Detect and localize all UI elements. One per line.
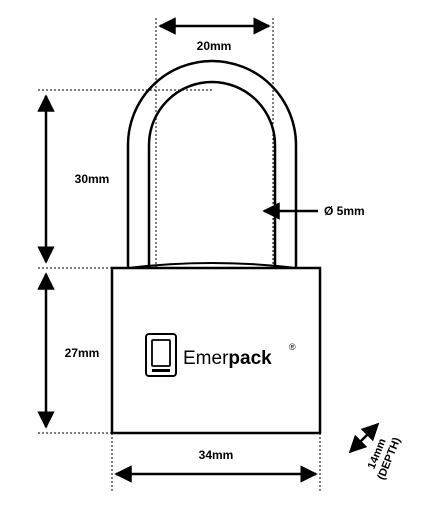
emerpack-logo: Emerpack ® [145,333,296,377]
guide-lines [38,18,321,492]
arrow-depth [348,422,380,454]
logo-text: Emerpack [183,348,272,369]
logo-text-bold: pack [228,348,272,369]
dimension-arrows [37,17,380,483]
logo-text-regular: Emer [183,348,229,369]
shackle [126,59,298,269]
logo-phone-icon [145,333,177,377]
label-shackle-height: 30mm [75,172,110,186]
label-shackle-width: 20mm [197,39,232,53]
label-body-width: 34mm [199,448,234,462]
label-depth: 14mm (DEPTH) [366,436,404,482]
logo-registered-mark: ® [289,342,296,352]
label-body-height: 27mm [65,346,100,360]
label-shackle-diameter: Ø 5mm [324,204,365,218]
